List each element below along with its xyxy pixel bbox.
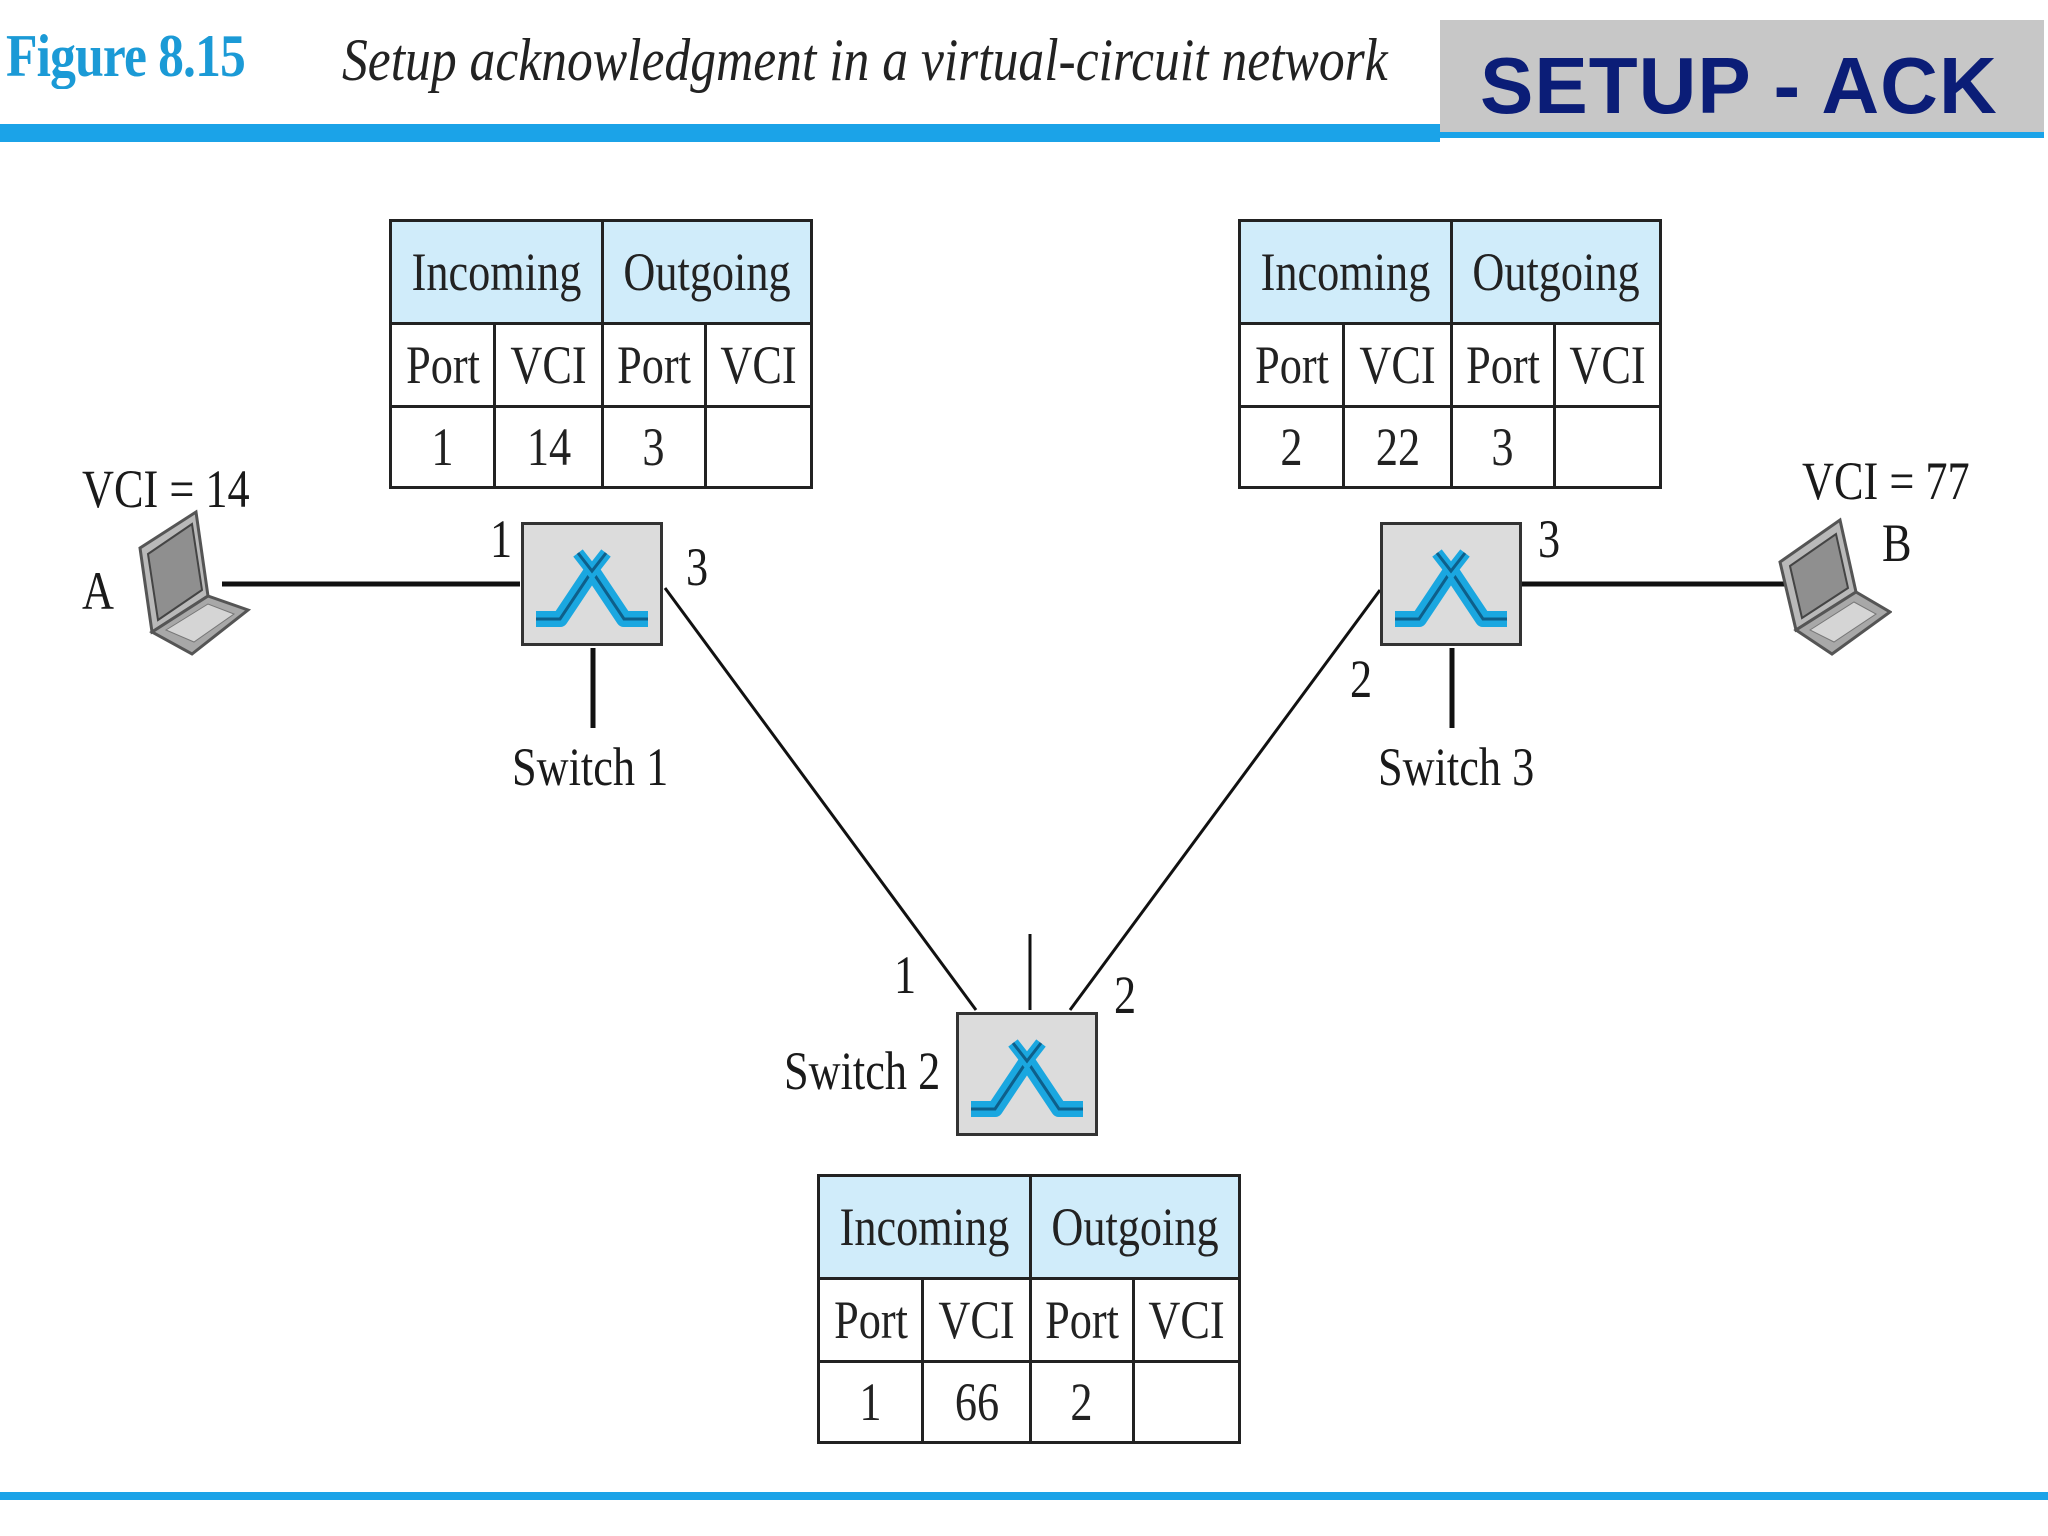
cell-out-vci xyxy=(1131,1360,1242,1444)
outgoing-header: Outgoing xyxy=(1028,1174,1242,1280)
cell-in-vci: 22 xyxy=(1342,405,1453,489)
endpoint-b-vci: VCI = 77 xyxy=(1802,451,1970,511)
switch1-port-right: 3 xyxy=(686,537,709,597)
cell-in-vci: 66 xyxy=(921,1360,1032,1444)
col-port: Port xyxy=(388,322,497,408)
col-port: Port xyxy=(600,322,707,408)
title-rule xyxy=(0,124,1440,142)
laptop-a-icon xyxy=(138,509,252,656)
outgoing-header: Outgoing xyxy=(1449,219,1663,325)
switch1-label: Switch 1 xyxy=(512,737,669,797)
outgoing-header: Outgoing xyxy=(600,219,814,325)
switch-icon xyxy=(536,549,648,627)
switch3-port-left: 2 xyxy=(1350,649,1373,709)
col-vci: VCI xyxy=(1552,322,1663,408)
bottom-rule xyxy=(0,1492,2048,1500)
switch3-label: Switch 3 xyxy=(1378,737,1535,797)
switch2-label: Switch 2 xyxy=(784,1041,941,1101)
cell-in-vci: 14 xyxy=(493,405,604,489)
incoming-header: Incoming xyxy=(389,219,604,325)
switch3 xyxy=(1380,522,1522,646)
figure-caption: Setup acknowledgment in a virtual-circui… xyxy=(342,27,1388,93)
switch2-port-left: 1 xyxy=(894,945,917,1005)
cell-in-port: 2 xyxy=(1237,405,1346,489)
col-port: Port xyxy=(1028,1277,1135,1363)
cell-out-port: 3 xyxy=(1449,405,1556,489)
incoming-header: Incoming xyxy=(1238,219,1453,325)
switch2-vc-table: Incoming Outgoing Port VCI Port VCI 1 66… xyxy=(816,1174,1242,1444)
cell-out-vci xyxy=(1552,405,1663,489)
col-vci: VCI xyxy=(921,1277,1032,1363)
col-vci: VCI xyxy=(1342,322,1453,408)
switch2 xyxy=(956,1012,1098,1136)
col-port: Port xyxy=(1449,322,1556,408)
endpoint-a-name: A xyxy=(82,561,114,621)
setup-ack-badge: SETUP - ACK xyxy=(1440,20,2044,138)
switch-icon xyxy=(971,1039,1083,1117)
col-vci: VCI xyxy=(703,322,814,408)
switch1-port-left: 1 xyxy=(490,509,513,569)
cell-out-port: 3 xyxy=(600,405,707,489)
cell-in-port: 1 xyxy=(816,1360,925,1444)
col-port: Port xyxy=(816,1277,925,1363)
endpoint-a-vci: VCI = 14 xyxy=(82,459,250,519)
switch-icon xyxy=(1395,549,1507,627)
col-vci: VCI xyxy=(1131,1277,1242,1363)
switch3-port-right: 3 xyxy=(1538,509,1561,569)
col-port: Port xyxy=(1237,322,1346,408)
switch3-vc-table: Incoming Outgoing Port VCI Port VCI 2 22… xyxy=(1237,219,1663,489)
cell-in-port: 1 xyxy=(388,405,497,489)
figure-label: Figure 8.15 xyxy=(6,23,246,89)
laptop-b-icon xyxy=(1778,517,1892,656)
badge-text: SETUP - ACK xyxy=(1480,41,1998,130)
link-switch1-switch2 xyxy=(663,587,978,1011)
switch1-vc-table: Incoming Outgoing Port VCI Port VCI 1 14… xyxy=(388,219,814,489)
cell-out-port: 2 xyxy=(1028,1360,1135,1444)
link-switch3-switch2 xyxy=(1068,589,1382,1011)
incoming-header: Incoming xyxy=(817,1174,1032,1280)
cell-out-vci xyxy=(703,405,814,489)
col-vci: VCI xyxy=(493,322,604,408)
switch1 xyxy=(521,522,663,646)
switch2-port-right: 2 xyxy=(1114,965,1137,1025)
endpoint-b-name: B xyxy=(1882,513,1912,573)
